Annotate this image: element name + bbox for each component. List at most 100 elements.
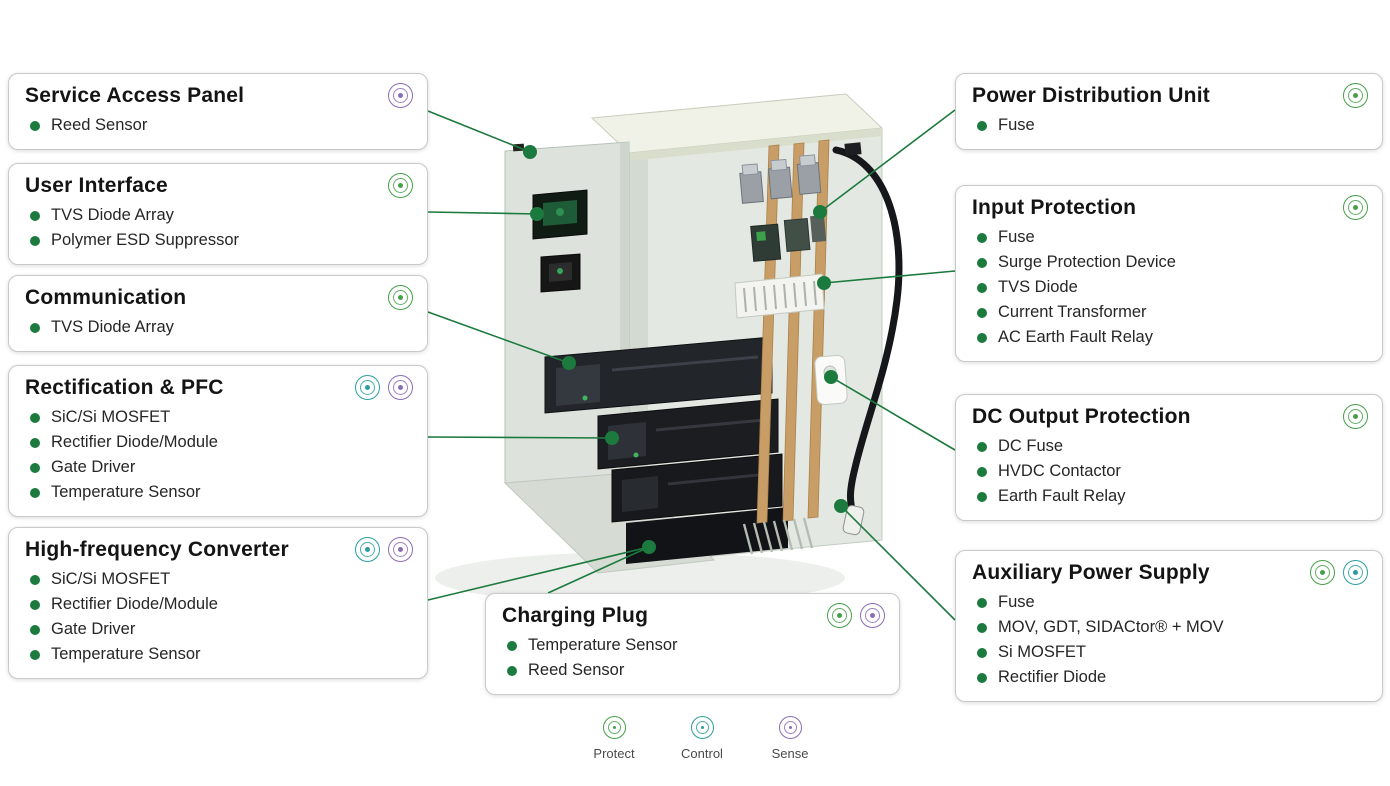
component-label: Fuse <box>998 116 1035 134</box>
component-item: TVS Diode Array <box>25 203 413 228</box>
sense-icon <box>860 603 885 628</box>
protect-icon <box>388 173 413 198</box>
component-list: Reed Sensor <box>25 113 413 138</box>
control-icon <box>690 716 714 739</box>
bullet-icon <box>977 622 987 633</box>
bullet-icon <box>30 462 40 473</box>
fuse-blocks <box>739 154 822 204</box>
callout-title: Charging Plug <box>502 603 649 627</box>
bullet-icon <box>977 120 987 131</box>
component-label: DC Fuse <box>998 437 1064 455</box>
component-item: Fuse <box>972 225 1368 250</box>
callout-title: User Interface <box>25 173 168 197</box>
component-item: HVDC Contactor <box>972 459 1368 484</box>
component-item: Rectifier Diode <box>972 665 1368 690</box>
callout-icons <box>355 537 413 562</box>
component-item: SiC/Si MOSFET <box>25 567 413 592</box>
control-icon <box>1343 560 1368 585</box>
component-item: Fuse <box>972 590 1368 615</box>
floor-shadow <box>435 552 845 604</box>
protect-icon <box>388 285 413 310</box>
bullet-icon <box>30 649 40 660</box>
component-label: Earth Fault Relay <box>998 487 1126 505</box>
legend-label: Sense <box>771 746 809 761</box>
charging-cable <box>832 146 903 514</box>
component-item: Fuse <box>972 113 1368 138</box>
sense-icon <box>388 375 413 400</box>
callout-title: Communication <box>25 285 187 309</box>
component-item: Temperature Sensor <box>25 480 413 505</box>
callout-title: DC Output Protection <box>972 404 1191 428</box>
bullet-icon <box>977 441 987 452</box>
component-item: AC Earth Fault Relay <box>972 325 1368 350</box>
bullet-icon <box>977 647 987 658</box>
component-label: Polymer ESD Suppressor <box>51 231 239 249</box>
bullet-icon <box>977 466 987 477</box>
bullet-icon <box>30 322 40 333</box>
callout-service-access-panel: Service Access Panel Reed Sensor <box>8 73 428 150</box>
component-item: Current Transformer <box>972 300 1368 325</box>
component-item: Rectifier Diode/Module <box>25 592 413 617</box>
component-label: Rectifier Diode/Module <box>51 595 218 613</box>
component-item: MOV, GDT, SIDACtor® + MOV <box>972 615 1368 640</box>
component-list: Fuse <box>972 113 1368 138</box>
component-label: Fuse <box>998 593 1035 611</box>
component-item: SiC/Si MOSFET <box>25 405 413 430</box>
protect-icon <box>602 716 626 739</box>
legend: Protect Control Sense <box>583 716 821 761</box>
component-item: Temperature Sensor <box>25 642 413 667</box>
callout-icons <box>388 173 413 198</box>
callout-title: Service Access Panel <box>25 83 245 107</box>
component-label: Fuse <box>998 228 1035 246</box>
component-item: TVS Diode <box>972 275 1368 300</box>
bullet-icon <box>977 597 987 608</box>
breaker-row <box>734 273 825 319</box>
component-item: Polymer ESD Suppressor <box>25 228 413 253</box>
component-item: DC Fuse <box>972 434 1368 459</box>
bullet-icon <box>977 307 987 318</box>
protect-icon <box>827 603 852 628</box>
connector-lines <box>427 109 956 621</box>
component-label: Rectifier Diode <box>998 668 1107 686</box>
protect-icon <box>1343 404 1368 429</box>
callout-icons <box>388 83 413 108</box>
component-item: Reed Sensor <box>25 113 413 138</box>
bullet-icon <box>30 437 40 448</box>
control-icon <box>355 375 380 400</box>
component-label: Temperature Sensor <box>51 483 201 501</box>
bullet-icon <box>977 491 987 502</box>
component-label: Reed Sensor <box>51 116 148 134</box>
sense-icon <box>388 537 413 562</box>
callout-icons <box>1343 195 1368 220</box>
component-label: MOV, GDT, SIDACtor® + MOV <box>998 618 1224 636</box>
component-label: SiC/Si MOSFET <box>51 408 171 426</box>
callout-icons <box>827 603 885 628</box>
power-module-1 <box>544 336 773 414</box>
legend-item-protect: Protect <box>583 716 645 761</box>
callout-icons <box>1343 404 1368 429</box>
callout-title: Power Distribution Unit <box>972 83 1210 107</box>
callout-icons <box>355 375 413 400</box>
bullet-icon <box>507 640 517 651</box>
module-base <box>626 507 788 564</box>
callout-title: Rectification & PFC <box>25 375 224 399</box>
legend-label: Control <box>681 746 723 761</box>
component-label: Gate Driver <box>51 458 136 476</box>
protect-icon <box>1343 195 1368 220</box>
connection-dots <box>523 145 848 554</box>
component-item: Gate Driver <box>25 617 413 642</box>
bullet-icon <box>977 232 987 243</box>
component-item: Surge Protection Device <box>972 250 1368 275</box>
component-label: TVS Diode Array <box>51 206 174 224</box>
legend-item-control: Control <box>671 716 733 761</box>
